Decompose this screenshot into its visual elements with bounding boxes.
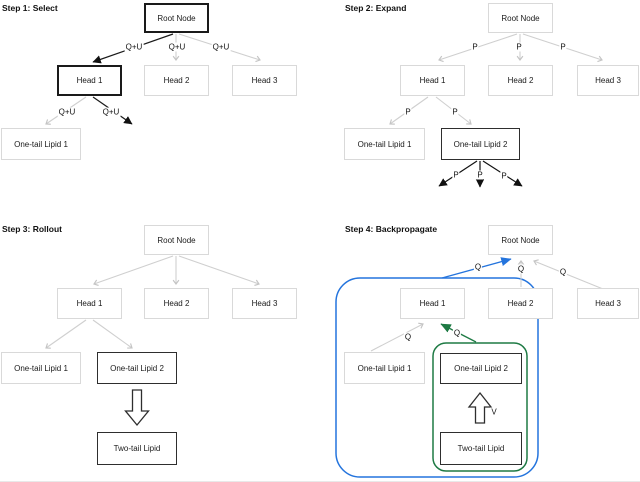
step4-head2-node: Head 2 (488, 288, 553, 319)
step4-edge-label: Q (403, 332, 413, 342)
step2-edge-label: P (559, 42, 567, 52)
step2-edge-label: P (500, 171, 508, 181)
step4-head1-node: Head 1 (400, 288, 465, 319)
step1-head1-node: Head 1 (57, 65, 122, 96)
step1-edge-label: Q+U (101, 107, 121, 117)
step1-lipid1-node: One-tail Lipid 1 (1, 128, 81, 160)
step4-lipid2-node: One-tail Lipid 2 (440, 353, 522, 384)
backprop-block-arrow-up (467, 391, 493, 424)
step1-title: Step 1: Select (2, 3, 58, 13)
step3-edges (45, 255, 260, 427)
step3-twotail-node: Two-tail Lipid (97, 432, 177, 465)
step2-edge-label: P (452, 170, 460, 180)
step4-edge-label: Q (473, 262, 483, 272)
step2-title: Step 2: Expand (345, 3, 407, 13)
step4-title: Step 4: Backpropagate (345, 224, 438, 234)
step1-head2-node: Head 2 (144, 65, 209, 96)
step3-edge-head1-lipid2 (92, 319, 133, 349)
step2-lipid2-node: One-tail Lipid 2 (441, 128, 520, 160)
step2-head1-node: Head 1 (400, 65, 465, 96)
step3-head1-node: Head 1 (57, 288, 122, 319)
step2-edge-label: P (515, 42, 523, 52)
step4-edge-label: Q (558, 267, 568, 277)
step4-lipid1-node: One-tail Lipid 1 (344, 352, 425, 384)
step2-edge-label: P (476, 170, 484, 180)
step4-edge-head3-root (533, 259, 604, 290)
step3-edge-root-head3 (178, 255, 260, 287)
step3-lipid2-node: One-tail Lipid 2 (97, 352, 177, 384)
step1-edge-label: Q+U (167, 42, 187, 52)
step3-edge-head1-lipid1 (45, 319, 87, 349)
step4-edge-label: Q (516, 264, 526, 274)
backprop-green-group-outline (432, 342, 528, 472)
step2-lipid1-node: One-tail Lipid 1 (344, 128, 425, 160)
step2-head3-node: Head 3 (577, 65, 639, 96)
step1-edge-label: Q+U (211, 42, 231, 52)
step4-edge-label: Q (452, 328, 462, 338)
step4-root-node: Root Node (488, 225, 553, 255)
step4-head3-node: Head 3 (577, 288, 639, 319)
step2-edges (389, 33, 603, 188)
backprop-blue-group-outline (335, 277, 539, 478)
step1-head3-node: Head 3 (232, 65, 297, 96)
step3-title: Step 3: Rollout (2, 224, 62, 234)
step3-head2-node: Head 2 (144, 288, 209, 319)
step4-edge-lipid1-head1 (370, 322, 424, 352)
step2-edge-label: P (451, 107, 459, 117)
step2-head2-node: Head 2 (488, 65, 553, 96)
step2-edge-label: P (471, 42, 479, 52)
step3-head3-node: Head 3 (232, 288, 297, 319)
step3-lipid1-node: One-tail Lipid 1 (1, 352, 81, 384)
step4-value-label: V (490, 407, 498, 417)
step1-edge-label: Q+U (124, 42, 144, 52)
step2-root-node: Root Node (488, 3, 553, 33)
step1-root-node: Root Node (144, 3, 209, 33)
rollout-block-arrow-down (124, 389, 150, 427)
step3-edge-root-head1 (93, 255, 174, 286)
step4-twotail-node: Two-tail Lipid (440, 432, 522, 465)
step3-root-node: Root Node (144, 225, 209, 255)
step2-edge-label: P (404, 107, 412, 117)
step1-edge-label: Q+U (57, 107, 77, 117)
